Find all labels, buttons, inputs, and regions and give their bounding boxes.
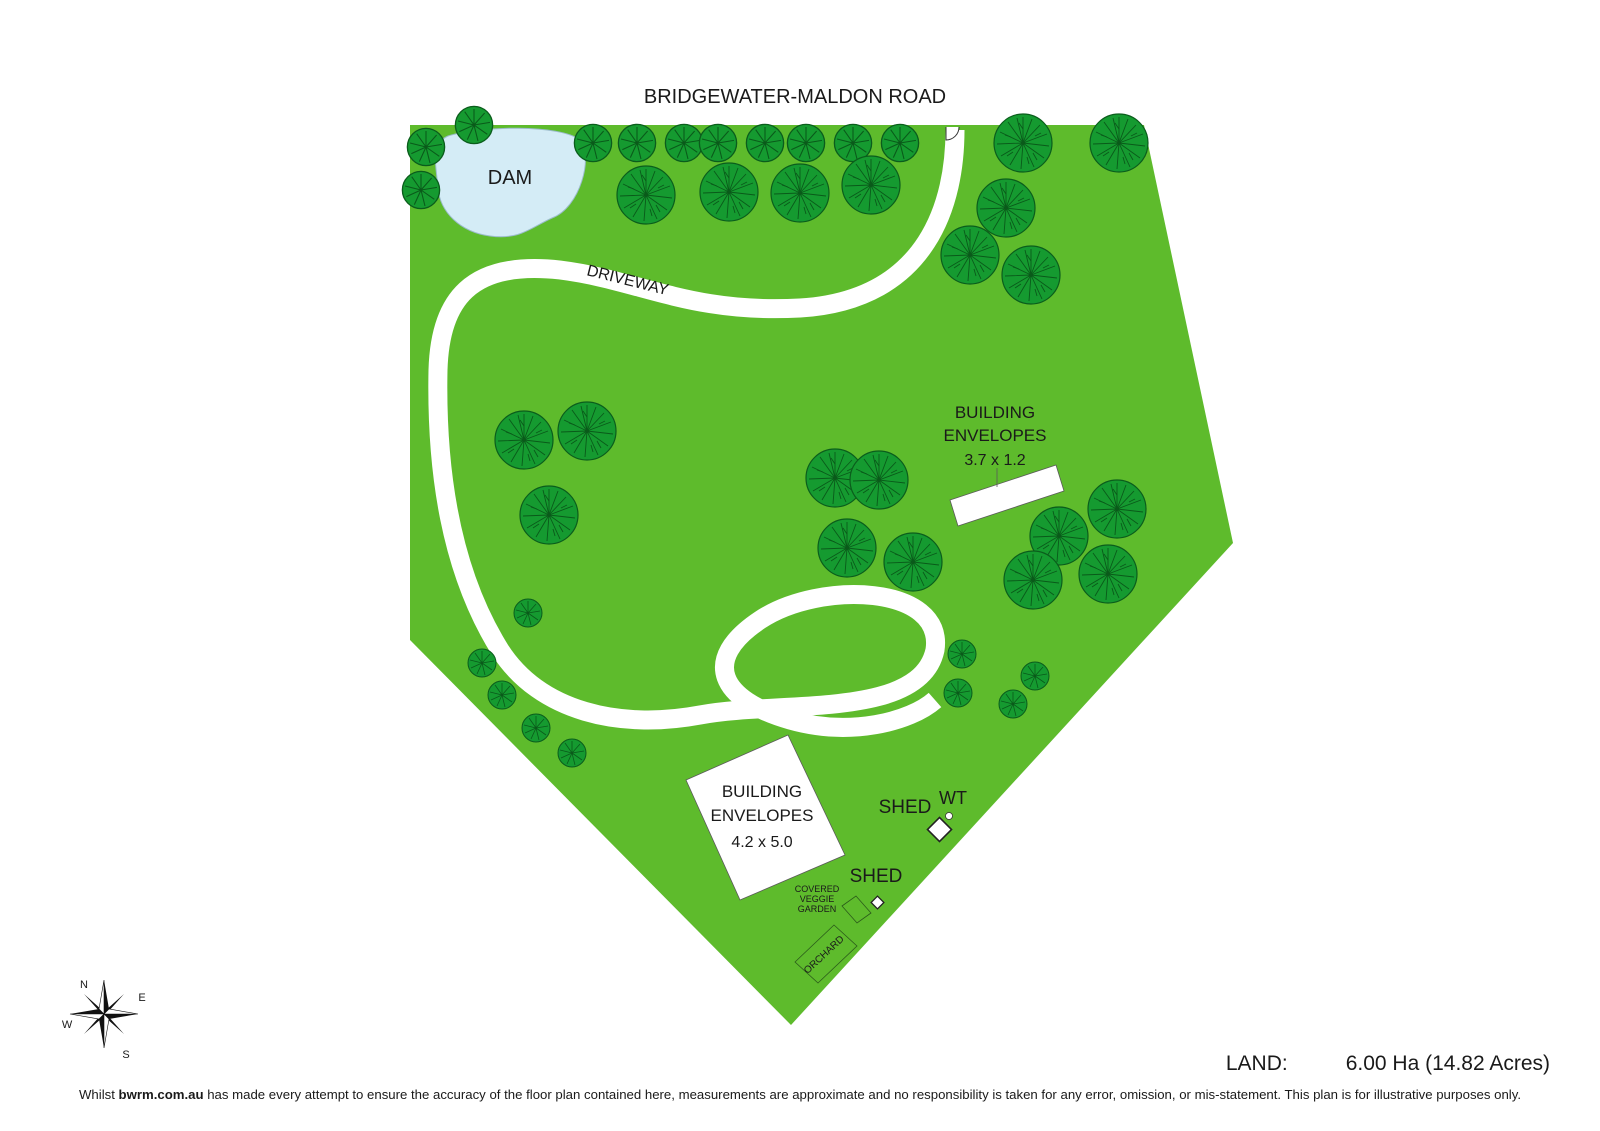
envelope-lower-line1: BUILDING (722, 782, 802, 801)
tree-canopy-icon (467, 648, 497, 678)
tree-canopy-icon (770, 163, 830, 223)
tree-canopy-icon (664, 123, 704, 163)
driveway (428, 129, 965, 737)
compass-w: W (62, 1019, 73, 1031)
tree-canopy-icon (993, 113, 1053, 173)
tree-canopy-icon (1087, 479, 1147, 539)
building-envelope-upper (949, 464, 1065, 527)
land-parcel (410, 125, 1233, 1025)
tree-canopy-icon (1078, 544, 1138, 604)
tree-canopy-icon (699, 162, 759, 222)
tree-canopy-icon (849, 450, 909, 510)
envelope-lower-size: 4.2 x 5.0 (731, 834, 792, 851)
disclaimer-text: has made every attempt to ensure the acc… (203, 1087, 1522, 1102)
disclaimer-site: bwrm.com.au (118, 1087, 204, 1102)
compass-s: S (122, 1049, 129, 1061)
veggie-label-line2: VEGGIE (800, 894, 835, 904)
disclaimer-prefix: Whilst (78, 1087, 119, 1102)
tree-canopy-icon (883, 532, 943, 592)
tree-canopy-icon (841, 155, 901, 215)
tree-canopy-icon (521, 713, 551, 743)
tree-canopy-icon (976, 178, 1036, 238)
tree-canopy-icon (998, 689, 1028, 719)
dam-label: DAM (488, 167, 532, 189)
compass-e: E (138, 992, 145, 1004)
tree-canopy-icon (947, 639, 977, 669)
tree-canopy-icon (454, 105, 494, 145)
tree-canopy-icon (519, 485, 579, 545)
land-label: LAND: (1225, 1052, 1288, 1075)
tree-canopy-icon (940, 225, 1000, 285)
shed-upper (926, 816, 953, 843)
veggie-label-line1: COVERED (795, 884, 840, 894)
tree-canopy-icon (616, 165, 676, 225)
envelope-lower-line2: ENVELOPES (711, 806, 814, 825)
tree-canopy-icon (817, 518, 877, 578)
shed-lower (870, 895, 885, 910)
road-name: BRIDGEWATER-MALDON ROAD (644, 86, 946, 108)
compass-rose-icon (69, 979, 139, 1049)
gate (945, 126, 960, 141)
water-tank (945, 812, 953, 820)
tree-canopy-icon (698, 123, 738, 163)
building-envelope-lower (685, 734, 846, 901)
tree-canopy-icon (406, 127, 446, 167)
tree-canopy-icon (573, 123, 613, 163)
disclaimer: Whilst bwrm.com.au has made every attemp… (0, 1087, 1600, 1102)
tree-canopy-icon (786, 123, 826, 163)
orchard (794, 924, 858, 984)
tree-canopy-icon (557, 401, 617, 461)
tree-canopy-icon (557, 738, 587, 768)
tree-canopy-icon (401, 170, 441, 210)
envelope-upper-line2: ENVELOPES (944, 426, 1047, 445)
veggie-garden (841, 895, 872, 924)
envelope-upper-size: 3.7 x 1.2 (964, 452, 1025, 469)
water-tank-label: WT (939, 788, 967, 808)
tree-canopy-icon (617, 123, 657, 163)
envelope-upper-line1: BUILDING (955, 403, 1035, 422)
compass: N E S W (62, 979, 146, 1061)
tree-canopy-icon (880, 123, 920, 163)
tree-canopy-icon (513, 598, 543, 628)
tree-canopy-icon (1089, 113, 1149, 173)
tree-canopy-icon (487, 680, 517, 710)
tree-canopy-icon (1003, 550, 1063, 610)
tree-canopy-icon (1020, 661, 1050, 691)
shed-lower-label: SHED (850, 866, 903, 887)
compass-n: N (80, 979, 88, 991)
tree-canopy-icon (745, 123, 785, 163)
land-area: LAND: 6.00 Ha (14.82 Acres) (1226, 1052, 1550, 1076)
veggie-label-line3: GARDEN (798, 904, 837, 914)
land-value: 6.00 Ha (14.82 Acres) (1345, 1052, 1550, 1075)
tree-canopy-icon (494, 410, 554, 470)
tree-canopy-icon (943, 678, 973, 708)
tree-canopy-icon (1001, 245, 1061, 305)
shed-upper-label: SHED (879, 797, 932, 818)
